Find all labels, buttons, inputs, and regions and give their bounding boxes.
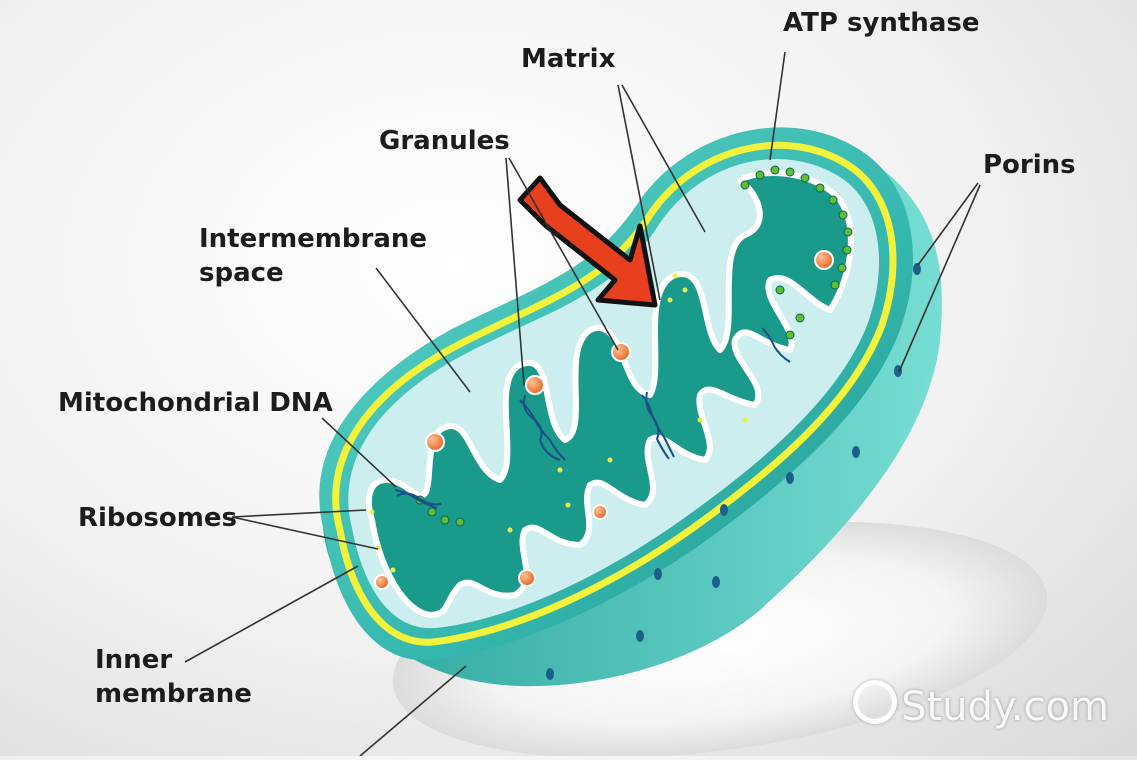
watermark-logo-icon [853, 680, 897, 724]
label-mitochondrial-dna: Mitochondrial DNA [58, 386, 333, 420]
watermark-text: Study.com [901, 684, 1109, 730]
label-matrix: Matrix [521, 42, 615, 76]
study-com-watermark: Study.com [853, 680, 1109, 730]
label-inner-membrane: Inner membrane [95, 643, 252, 711]
label-intermembrane-space: Intermembrane space [199, 222, 427, 290]
label-atp-synthase: ATP synthase [783, 6, 979, 40]
label-porins: Porins [983, 148, 1076, 182]
label-granules: Granules [379, 124, 510, 158]
label-ribosomes: Ribosomes [78, 501, 237, 535]
